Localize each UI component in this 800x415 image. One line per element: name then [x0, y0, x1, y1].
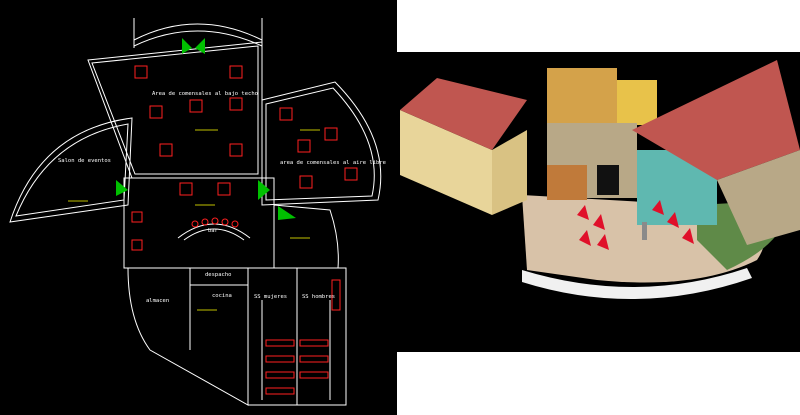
label-storage: almacen [146, 298, 169, 304]
label-mens-restroom: SS hombres [302, 294, 335, 300]
rear-tower [547, 68, 617, 123]
label-event-hall: Salon de eventos [58, 158, 111, 164]
wood-steps [547, 165, 587, 200]
courtyard-chairs [577, 200, 694, 250]
label-office: despacho [205, 272, 232, 278]
bar-counter-inner [183, 228, 245, 241]
dimension-tags [68, 129, 320, 311]
service-block-outline [127, 267, 249, 406]
entrance-arc-inner [133, 30, 263, 47]
label-open-air-dining: area de comensales al aire libre [280, 160, 386, 166]
left-wing-side [492, 130, 527, 215]
left-wing-wall [400, 110, 492, 215]
floor-plan-svg: Area de comensales al bajo techo Salon d… [9, 18, 386, 406]
bar-tables [131, 182, 239, 251]
open-dining-outline [261, 81, 382, 206]
door-swings [116, 38, 296, 220]
covered-dining-tables [134, 65, 243, 157]
render-svg [400, 60, 800, 300]
person-figure [642, 222, 647, 240]
label-kitchen: cocina [212, 293, 232, 299]
entrance-arc-outer [133, 23, 263, 41]
left-wing-roof [400, 78, 527, 150]
label-covered-dining: Area de comensales al bajo techo [152, 91, 258, 97]
doorway [597, 165, 619, 195]
event-hall-inner [15, 123, 129, 217]
event-hall-outline [9, 117, 133, 223]
curved-base-wall [522, 268, 752, 300]
restroom-fixtures [265, 279, 341, 395]
floor-plan-drawing: Area de comensales al bajo techo Salon d… [0, 0, 397, 415]
render-view [397, 0, 800, 415]
right-wing-roof [632, 60, 800, 180]
bar-area-outline [123, 177, 275, 269]
open-dining-tables [279, 107, 358, 189]
label-womens-restroom: SS mujeres [254, 294, 287, 300]
rear-tower-side [617, 80, 657, 125]
right-wing-wall [717, 150, 800, 245]
open-dining-inner [265, 87, 375, 201]
label-bar: bar [208, 228, 219, 234]
